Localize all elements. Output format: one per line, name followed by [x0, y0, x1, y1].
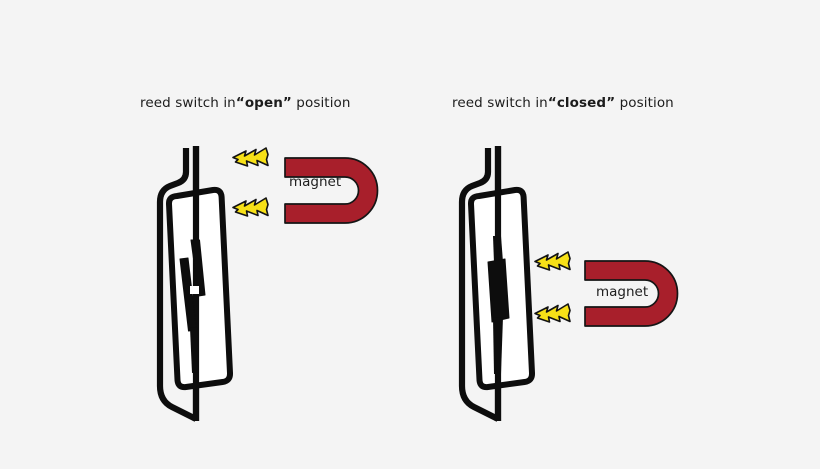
flux-bolts-open: [232, 147, 269, 217]
caption-closed-prefix: reed switch in: [452, 95, 548, 111]
caption-open-prefix: reed switch in: [140, 95, 236, 111]
magnet-label-open: magnet: [289, 174, 342, 190]
contact-gap-open: [190, 286, 199, 294]
caption-open-state: open: [244, 95, 283, 111]
reed-switch-open: [156, 146, 234, 422]
contact-closed: [487, 258, 510, 323]
lightning-bolt-icon-open-top: [232, 147, 269, 167]
lightning-bolt-icon-open-bottom: [232, 197, 269, 217]
lead-left-open: [156, 148, 198, 422]
caption-closed-switch: reed switch in“closed” position: [452, 95, 674, 111]
reed-switch-closed: [458, 146, 536, 422]
caption-closed-suffix: position: [615, 95, 674, 111]
caption-closed-quote-right: ”: [606, 95, 616, 111]
caption-open-quote-left: “: [235, 95, 245, 111]
reed-blade-upper-closed: [493, 236, 503, 263]
reed-blade-lower-closed: [493, 317, 503, 374]
lightning-bolt-icon-closed-top: [534, 251, 571, 271]
reed-blade-upper-open: [190, 239, 206, 297]
lead-left-closed: [458, 148, 500, 422]
magnet-label-closed: magnet: [596, 284, 649, 300]
caption-closed-state: closed: [556, 95, 607, 111]
caption-open-suffix: position: [291, 95, 351, 111]
flux-bolts-closed: [534, 251, 571, 323]
reed-stem-lower-open: [190, 327, 199, 373]
caption-open-quote-right: ”: [282, 95, 292, 111]
lightning-bolt-icon-closed-bottom: [534, 303, 571, 323]
magnet-open: [284, 157, 379, 224]
caption-closed-quote-left: “: [547, 95, 557, 111]
caption-open-switch: reed switch in“open” position: [140, 95, 351, 111]
